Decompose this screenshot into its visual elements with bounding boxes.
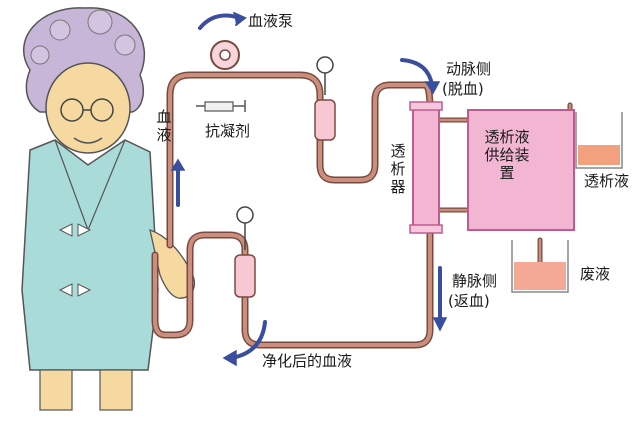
- label-blood-vertical: 血液: [156, 108, 172, 144]
- dialyzer-unit: [409, 101, 443, 234]
- blood-circuit-tubing: [151, 71, 573, 349]
- label-purified-blood: 净化后的血液: [262, 352, 353, 370]
- dialysate-beaker: [575, 112, 623, 169]
- label-blood-pump: 血液泵: [248, 12, 294, 30]
- label-dialyzer: 透析器: [390, 142, 406, 196]
- label-arterial-side: 动脉侧: [446, 60, 492, 78]
- flow-arrow-icon: [198, 12, 247, 30]
- flow-arrow-icon: [432, 266, 448, 332]
- dialysate-supply-device: [467, 109, 575, 231]
- flow-arrow-icon: [400, 58, 441, 95]
- waste-beaker: [511, 240, 569, 293]
- label-arterial-side-note: (脱血): [442, 80, 484, 98]
- flow-arrow-icon: [222, 320, 267, 367]
- roller-pump-icon: [210, 40, 240, 70]
- label-venous-side: 静脉侧: [452, 272, 498, 290]
- label-waste-fluid: 废液: [580, 265, 611, 283]
- syringe-icon: [196, 100, 246, 112]
- pressure-gauge-icon: [234, 206, 256, 298]
- label-venous-side-note: (返血): [448, 292, 490, 310]
- patient-illustration: [21, 7, 195, 411]
- flow-arrow-icon: [170, 158, 186, 207]
- label-anticoagulant: 抗凝剂: [205, 122, 251, 140]
- label-dialysate: 透析液: [584, 172, 630, 190]
- label-supply-device: 透析液供给装置: [484, 128, 530, 182]
- pressure-gauge-icon: [314, 56, 336, 141]
